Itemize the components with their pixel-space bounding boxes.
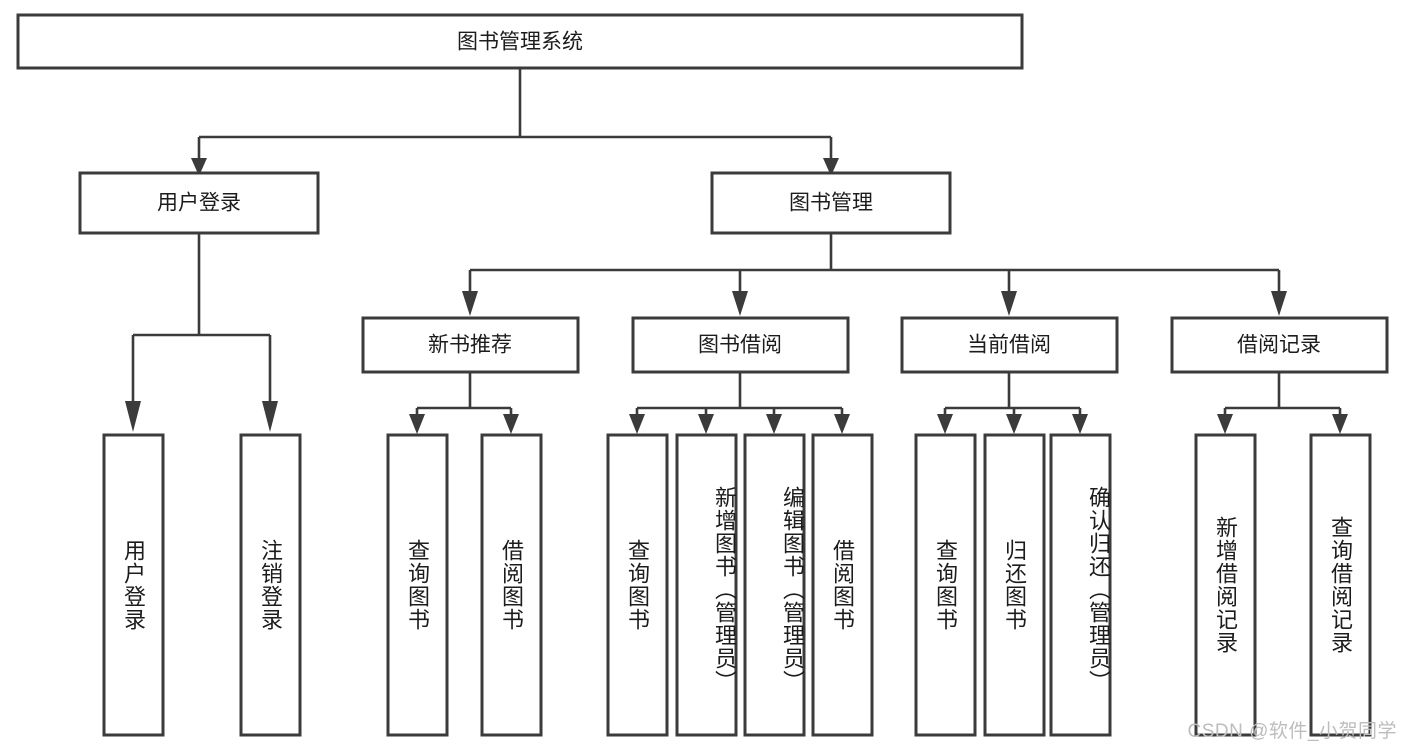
- arrow-borrow-record-leaf-1: [1332, 414, 1348, 434]
- arrow-borrow-record-leaf-0: [1217, 414, 1233, 434]
- leaf-current-borrow-2-box[interactable]: [1049, 433, 1112, 737]
- arrow-new-book-leaf-0: [409, 414, 425, 434]
- node-current-borrow-box[interactable]: [900, 316, 1119, 374]
- arrow-book-borrow-leaf-1: [698, 414, 714, 434]
- arrow-book-mgmt-to-l3-0: [462, 291, 478, 316]
- arrow-book-borrow-leaf-0: [629, 414, 645, 434]
- connector-group: [125, 68, 1348, 434]
- node-new-book-recommend-box[interactable]: [361, 316, 580, 374]
- node-borrow-record-label: 借阅记录: [1237, 334, 1321, 357]
- leaf-user-login-1-box[interactable]: [239, 433, 302, 737]
- leaf-book-borrow-0-box[interactable]: [606, 433, 669, 737]
- arrow-book-borrow-leaf-2: [766, 414, 782, 434]
- node-book-management-label: 图书管理: [789, 192, 873, 215]
- node-root-box[interactable]: [16, 13, 1024, 70]
- leaf-book-borrow-1-box[interactable]: [675, 433, 738, 737]
- arrow-current-borrow-leaf-1: [1006, 414, 1022, 434]
- arrow-book-mgmt-to-l3-2: [1001, 291, 1017, 316]
- watermark-label: CSDN @软件_小贺同学: [1187, 721, 1397, 742]
- arrow-book-mgmt-to-l3-3: [1271, 291, 1287, 316]
- arrow-book-borrow-leaf-3: [834, 414, 850, 434]
- leaf-new-book-1-box[interactable]: [480, 433, 543, 737]
- arrow-current-borrow-leaf-0: [937, 414, 953, 434]
- leaf-new-book-0-box[interactable]: [386, 433, 449, 737]
- node-current-borrow-label: 当前借阅: [967, 334, 1051, 357]
- leaf-borrow-record-0-box[interactable]: [1194, 433, 1257, 737]
- arrow-book-mgmt-to-l3-1: [732, 291, 748, 316]
- arrow-user-login-leaf-0: [125, 401, 141, 432]
- leaf-book-borrow-2-box[interactable]: [743, 433, 806, 737]
- node-book-borrow-box[interactable]: [631, 316, 850, 374]
- node-root-label: 图书管理系统: [457, 31, 583, 54]
- node-user-login-label: 用户登录: [157, 192, 241, 215]
- leaf-book-borrow-3-box[interactable]: [811, 433, 874, 737]
- node-user-login-box[interactable]: [78, 171, 320, 235]
- arrow-new-book-leaf-1: [503, 414, 519, 434]
- node-book-borrow-label: 图书借阅: [698, 334, 782, 357]
- node-book-management-box[interactable]: [710, 171, 952, 235]
- leaf-borrow-record-1-box[interactable]: [1309, 433, 1372, 737]
- leaf-current-borrow-1-box[interactable]: [983, 433, 1046, 737]
- leaf-current-borrow-0-box[interactable]: [914, 433, 977, 737]
- node-borrow-record-box[interactable]: [1170, 316, 1389, 374]
- leaf-user-login-0-box[interactable]: [102, 433, 165, 737]
- node-new-book-recommend-label: 新书推荐: [428, 334, 512, 357]
- arrow-user-login-leaf-1: [262, 401, 278, 432]
- arrow-root-to-user-login: [191, 158, 207, 176]
- arrow-current-borrow-leaf-2: [1072, 414, 1088, 434]
- arrow-root-to-book-mgmt: [823, 158, 839, 176]
